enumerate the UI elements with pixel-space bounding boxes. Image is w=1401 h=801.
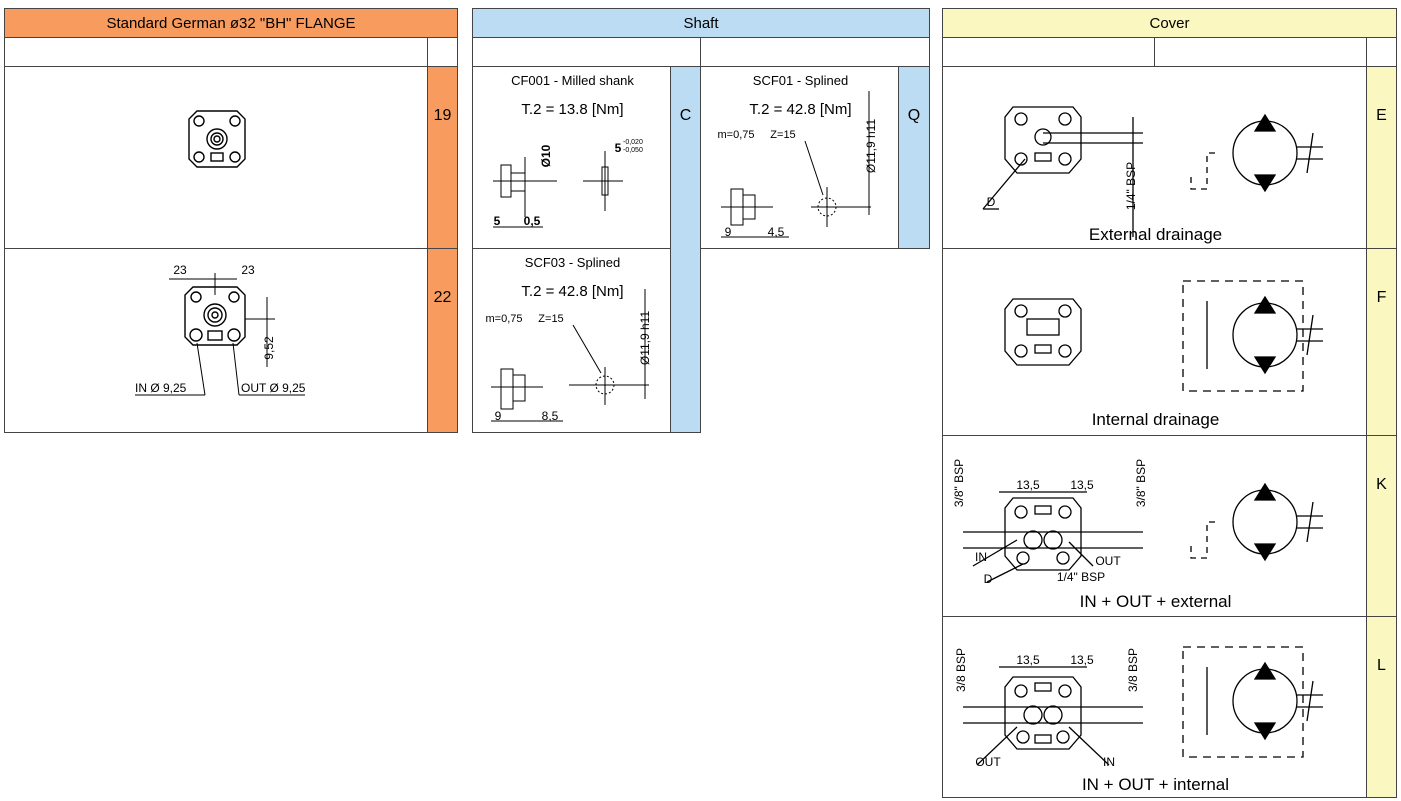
cover-k-out: OUT (1095, 554, 1121, 568)
flange-row-19 (4, 66, 428, 249)
flange-22-drawing (135, 273, 305, 396)
cover-subheader-left (942, 37, 1155, 67)
cover-e-drawing (982, 106, 1323, 237)
cover-e-port: 1/4" BSP (1124, 161, 1138, 211)
shaft-header: Shaft (472, 8, 930, 38)
flange-in-port: IN Ø 9,25 (135, 381, 187, 395)
shaft-scf03-module: m=0,75 (485, 313, 523, 325)
flange-dim-left: 23 (173, 263, 187, 277)
cover-in-out-external: 13,5 13,5 3/8" BSP 3/8" BSP IN OUT D 1/4… (942, 435, 1367, 617)
shaft-cf001-len-b: 0,5 (523, 214, 541, 228)
cover-e-caption: External drainage (1088, 225, 1223, 244)
shaft-scf01-drawing (721, 91, 871, 238)
cover-l-dim-right: 13,5 (1070, 653, 1094, 667)
cover-l-caption: IN + OUT + internal (1081, 775, 1230, 794)
shaft-scf03-torque: T.2 = 42.8 [Nm] (521, 283, 624, 300)
flange-subheader-code (427, 37, 458, 67)
flange-code-19: 19 (427, 66, 458, 249)
shaft-scf03-name: SCF03 - Splined (524, 255, 621, 270)
cover-l-dim-left: 13,5 (1016, 653, 1040, 667)
shaft-scf03: SCF03 - Splined T.2 = 42.8 [Nm] m=0,75 Z… (472, 248, 671, 433)
shaft-scf03-teeth: Z=15 (538, 313, 564, 325)
cover-l-port-left: 3/8 BSP (954, 647, 968, 693)
shaft-scf01-len-b: 4,5 (767, 225, 785, 239)
shaft-scf01: SCF01 - Splined T.2 = 42.8 [Nm] m=0,75 Z… (700, 66, 899, 249)
shaft-code-q: Q (898, 66, 930, 249)
flange-out-port: OUT Ø 9,25 (241, 381, 306, 395)
cover-k-port-left: 3/8" BSP (952, 458, 966, 508)
flange-subheader (4, 37, 428, 67)
shaft-scf01-dia: Ø11,9 h11 (864, 118, 878, 174)
cover-e-drain: D (986, 195, 996, 209)
shaft-scf01-name: SCF01 - Splined (752, 73, 849, 88)
shaft-code-c: C (670, 66, 701, 433)
cover-l-out: OUT (975, 755, 1001, 769)
shaft-scf03-drawing (491, 289, 649, 422)
cover-subheader-mid (1154, 37, 1367, 67)
shaft-cf001-drawing (493, 151, 623, 228)
shaft-scf03-len-b: 8,5 (541, 409, 559, 423)
cover-title: Cover (1149, 14, 1190, 32)
cover-code-f: F (1366, 248, 1397, 436)
cover-header: Cover (942, 8, 1397, 38)
cover-l-drawing (963, 646, 1323, 766)
shaft-cf001-tol-upper: -0,020 (623, 139, 643, 146)
shaft-scf01-torque: T.2 = 42.8 [Nm] (749, 101, 852, 118)
flange-title: Standard German ø32 "BH" FLANGE (106, 14, 356, 32)
shaft-cf001-torque: T.2 = 13.8 [Nm] (521, 101, 624, 118)
shaft-scf01-teeth: Z=15 (770, 129, 796, 141)
cover-code-k: K (1366, 435, 1397, 617)
cover-k-port-right: 3/8" BSP (1134, 458, 1148, 508)
cover-k-dim-left: 13,5 (1016, 478, 1040, 492)
shaft-cf001: CF001 - Milled shank T.2 = 13.8 [Nm] Ø10… (472, 66, 671, 249)
cover-in-out-internal: 13,5 13,5 3/8 BSP 3/8 BSP OUT IN IN + OU… (942, 616, 1367, 798)
flange-code-22: 22 (427, 248, 458, 433)
cover-k-drawing (963, 482, 1323, 583)
cover-l-in: IN (1103, 755, 1115, 769)
cover-k-drain: D (983, 572, 993, 586)
flange-dim-height: 9,52 (262, 336, 276, 360)
cover-external-drainage: D 1/4" BSP External drainage (942, 66, 1367, 249)
shaft-scf01-len-a: 9 (724, 225, 732, 239)
cover-subheader-code (1366, 37, 1397, 67)
cover-internal-drainage: Internal drainage (942, 248, 1367, 436)
cover-l-port-right: 3/8 BSP (1126, 647, 1140, 693)
cover-f-caption: Internal drainage (1091, 410, 1220, 429)
cover-k-caption: IN + OUT + external (1079, 592, 1232, 611)
shaft-subheader-left (472, 37, 701, 67)
cover-code-l: L (1366, 616, 1397, 798)
shaft-scf03-dia: Ø11,9 h11 (638, 310, 652, 366)
cover-k-in: IN (975, 550, 987, 564)
shaft-scf03-len-a: 9 (494, 409, 502, 423)
shaft-cf001-tol-lower: -0,050 (623, 147, 643, 154)
shaft-subheader-right (700, 37, 930, 67)
cover-code-e: E (1366, 66, 1397, 249)
shaft-cf001-key: 5 (614, 141, 622, 155)
shaft-scf01-module: m=0,75 (717, 129, 755, 141)
shaft-cf001-dia: Ø10 (539, 144, 553, 168)
cover-k-drain-port: 1/4" BSP (1056, 570, 1106, 584)
flange-row-22: 23 23 9,52 IN Ø 9,25 OUT Ø 9,25 (4, 248, 428, 433)
flange-dim-right: 23 (241, 263, 255, 277)
shaft-title: Shaft (683, 14, 719, 32)
cover-k-dim-right: 13,5 (1070, 478, 1094, 492)
flange-19-drawing (188, 110, 246, 168)
flange-header: Standard German ø32 "BH" FLANGE (4, 8, 458, 38)
shaft-cf001-name: CF001 - Milled shank (511, 73, 634, 88)
shaft-cf001-len-a: 5 (493, 214, 501, 228)
cover-f-drawing (1004, 280, 1323, 392)
